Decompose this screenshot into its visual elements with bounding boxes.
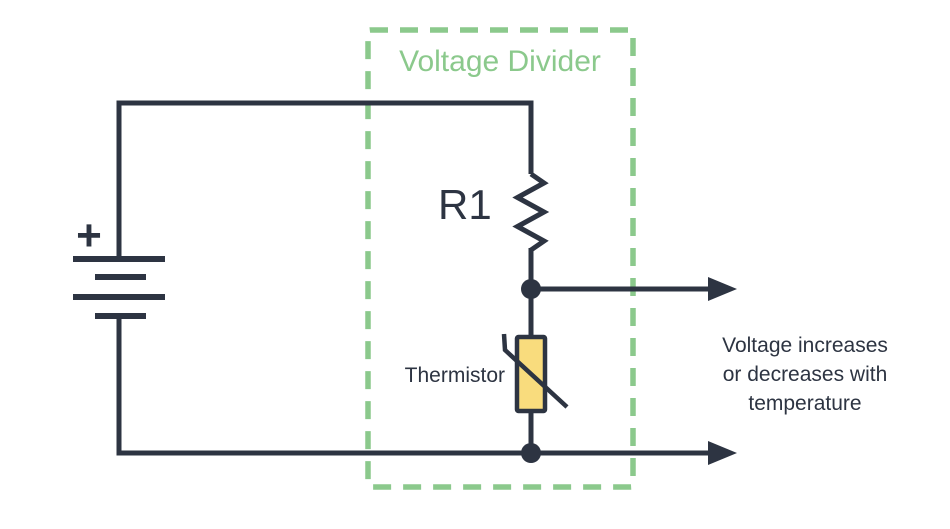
r1-label: R1 (438, 181, 492, 228)
junction-dot-bottom (521, 443, 541, 463)
resistor-symbol (512, 171, 550, 253)
voltage-divider-box (365, 27, 636, 490)
thermistor-slash (501, 333, 569, 409)
thermistor-symbol (501, 289, 569, 453)
battery-plus-sign: + (76, 211, 102, 260)
output-voltage-note: Voltage increases or decreases with temp… (722, 334, 888, 415)
wire-bottom-loop (116, 316, 708, 456)
battery-symbol: + (73, 211, 165, 319)
wire-top-loop (116, 100, 534, 259)
arrowhead-bottom (708, 441, 737, 465)
arrowhead-top (708, 277, 737, 301)
voltage-divider-label: Voltage Divider (399, 45, 601, 78)
thermistor-label: Thermistor (404, 364, 505, 387)
